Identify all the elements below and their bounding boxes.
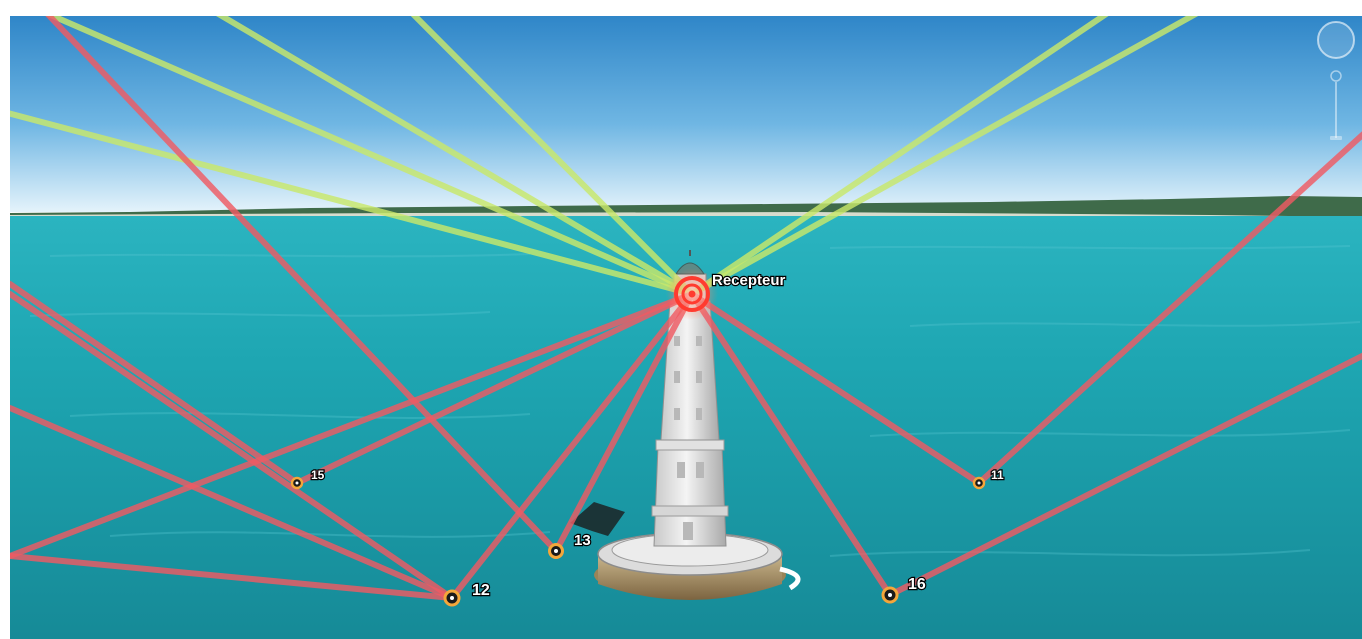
placemark-12-center-dot: [450, 596, 454, 600]
placemarks-layer: 11 12 13 15 16: [290, 467, 1005, 607]
receiver-label: Recepteur: [712, 272, 786, 289]
receiver-marker[interactable]: [666, 268, 718, 320]
propagation-paths: [10, 16, 1362, 601]
placemark-13-center-dot: [554, 549, 558, 553]
propagation-path: [10, 281, 300, 486]
propagation-path: [10, 110, 695, 297]
placemark-12-label: 12: [472, 582, 490, 599]
propagation-path: [553, 291, 695, 554]
propagation-path: [410, 16, 695, 297]
placemark-13-label: 13: [574, 532, 591, 549]
propagation-path: [887, 352, 1362, 598]
propagation-path: [689, 291, 982, 486]
placemark-11-label: 11: [991, 468, 1004, 482]
propagation-path: [294, 291, 695, 486]
earth-3d-viewport[interactable]: Recepteur 11 12 13 15 16: [10, 16, 1362, 639]
propagation-path: [449, 291, 695, 601]
placemark-15-center-dot: [295, 481, 299, 485]
propagation-path: [689, 16, 1109, 297]
sea-ripples: [29, 245, 1361, 557]
propagation-path: [976, 131, 1362, 486]
placemark-11-center-dot: [977, 481, 981, 485]
propagation-path: [216, 16, 695, 297]
propagation-path: [45, 16, 559, 554]
sky: [10, 16, 1362, 212]
navigation-controls[interactable]: [1312, 18, 1356, 148]
placemark-15-label: 15: [311, 468, 325, 482]
zoom-slider-icon[interactable]: [1330, 70, 1342, 140]
propagation-path: [10, 405, 455, 601]
propagation-path: [689, 16, 1199, 297]
coastline: [10, 196, 1362, 216]
map-scene[interactable]: Recepteur 11 12 13 15 16: [10, 16, 1362, 639]
propagation-path: [45, 16, 695, 297]
compass-ring-icon[interactable]: [1317, 21, 1355, 59]
propagation-path: [689, 291, 893, 598]
placemark-16-center-dot: [888, 593, 892, 597]
propagation-path: [10, 291, 695, 559]
propagation-path: [10, 291, 455, 601]
propagation-path: [10, 553, 455, 601]
placemark-16-label: 16: [908, 576, 926, 593]
